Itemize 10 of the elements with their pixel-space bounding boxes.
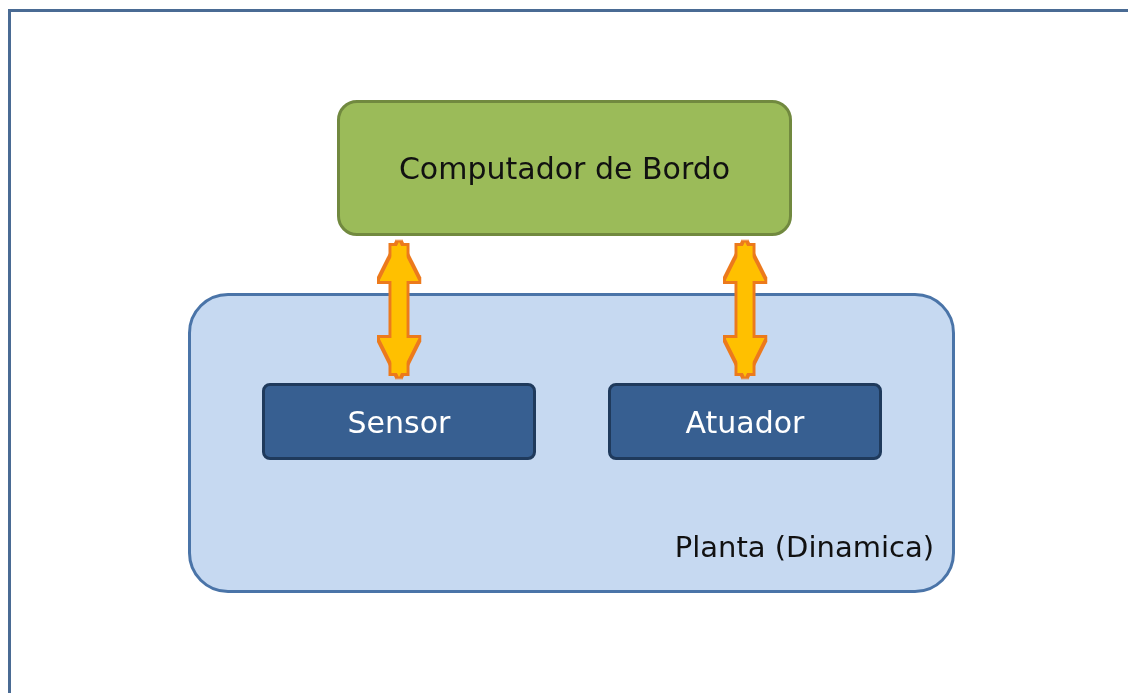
process-box — [337, 100, 792, 236]
double-arrow — [379, 242, 419, 377]
component-box — [262, 383, 536, 460]
plant-container — [188, 293, 955, 593]
double-arrow — [725, 242, 765, 377]
container-label: Planta (Dinamica) — [674, 530, 934, 564]
box-label: Computador de Bordo — [398, 150, 731, 186]
box-label: Atuador — [685, 404, 805, 439]
box-label: Sensor — [347, 404, 451, 439]
component-box — [608, 383, 882, 460]
